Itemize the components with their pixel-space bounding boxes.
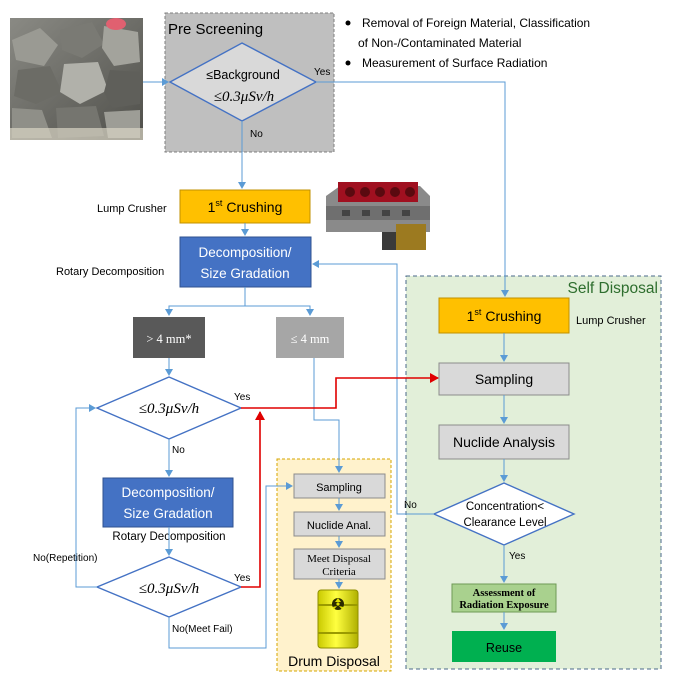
- bullet-icon: [345, 20, 351, 26]
- assessment-line1: Assessment of: [473, 588, 536, 599]
- dose-diamond-1-label: ≤0.3μSv/h: [139, 401, 199, 417]
- drum-sampling-box: [293, 473, 386, 499]
- note-2: of Non-/Contaminated Material: [358, 36, 521, 50]
- rotary-decomposition-label: Rotary Decomposition: [56, 266, 164, 278]
- crusher-machine-icon: [326, 182, 430, 250]
- drum-criteria-line2: Criteria: [322, 566, 356, 578]
- crushing-box-2-label: 1st Crushing: [467, 307, 542, 324]
- drum-disposal-title: Drum Disposal: [288, 653, 380, 669]
- clearance-line1: Concentration<: [466, 501, 545, 513]
- drum-criteria-line1: Meet Disposal: [307, 553, 371, 565]
- le-4mm-box: [276, 317, 344, 358]
- decomposition-box-2-line2: Size Gradation: [123, 506, 212, 521]
- pre-diamond-line1: ≤Background: [206, 68, 280, 82]
- drum-sampling-label: Sampling: [316, 482, 362, 494]
- dose-diamond-1-yes: Yes: [234, 392, 250, 403]
- reuse-box: [452, 631, 556, 662]
- reuse-label: Reuse: [486, 641, 522, 655]
- drum-criteria-box: [293, 548, 386, 580]
- decomposition-box-2-line1: Decomposition/: [121, 485, 214, 500]
- lump-crusher-2-label: Lump Crusher: [576, 315, 646, 327]
- note-1: Removal of Foreign Material, Classificat…: [362, 16, 590, 30]
- drum-nuclide-box: [293, 511, 386, 537]
- pre-screening-title: Pre Screening: [168, 21, 263, 38]
- clearance-line2: Clearance Level: [463, 517, 546, 529]
- nuclide-analysis-box: [438, 424, 570, 460]
- crushing-box-1-label: 1st Crushing: [208, 198, 283, 215]
- assessment-line2: Radiation Exposure: [459, 600, 549, 611]
- decomposition-box-1-line2: Size Gradation: [200, 266, 289, 281]
- connectors: [75, 78, 509, 649]
- note-3: Measurement of Surface Radiation: [362, 56, 547, 70]
- clearance-yes-label: Yes: [509, 551, 525, 562]
- rock-pile-photo: [10, 18, 143, 140]
- decomposition-box-2: [102, 477, 234, 528]
- pre-yes-label: Yes: [314, 67, 330, 78]
- dose-diamond-2-yes: Yes: [234, 573, 250, 584]
- le-4mm-label: ≤ 4 mm: [291, 332, 330, 346]
- self-disposal-title: Self Disposal: [568, 280, 658, 297]
- sampling-box: [438, 362, 570, 396]
- clearance-no-label: No: [404, 500, 417, 511]
- decomposition-box-1: [179, 236, 312, 288]
- bullet-icon: [345, 60, 351, 66]
- lump-crusher-label: Lump Crusher: [97, 203, 167, 215]
- no-repetition-label: No(Repetition): [33, 553, 97, 564]
- dose-diamond-1-no: No: [172, 445, 185, 456]
- sampling-label: Sampling: [475, 371, 533, 387]
- nuclide-analysis-label: Nuclide Analysis: [453, 434, 555, 450]
- no-meet-fail-label: No(Meet Fail): [172, 624, 233, 635]
- drum-nuclide-label: Nuclide Anal.: [307, 520, 371, 532]
- radioactive-drum-icon: [317, 589, 359, 649]
- pre-diamond-line2: ≤0.3μSv/h: [214, 89, 274, 105]
- decomposition-box-1-line1: Decomposition/: [198, 245, 291, 260]
- gt-4mm-label: > 4 mm*: [146, 332, 191, 346]
- dose-diamond-2-label: ≤0.3μSv/h: [139, 581, 199, 597]
- gt-4mm-box: [133, 317, 205, 358]
- red-connectors: [241, 373, 439, 588]
- pre-no-label: No: [250, 129, 263, 140]
